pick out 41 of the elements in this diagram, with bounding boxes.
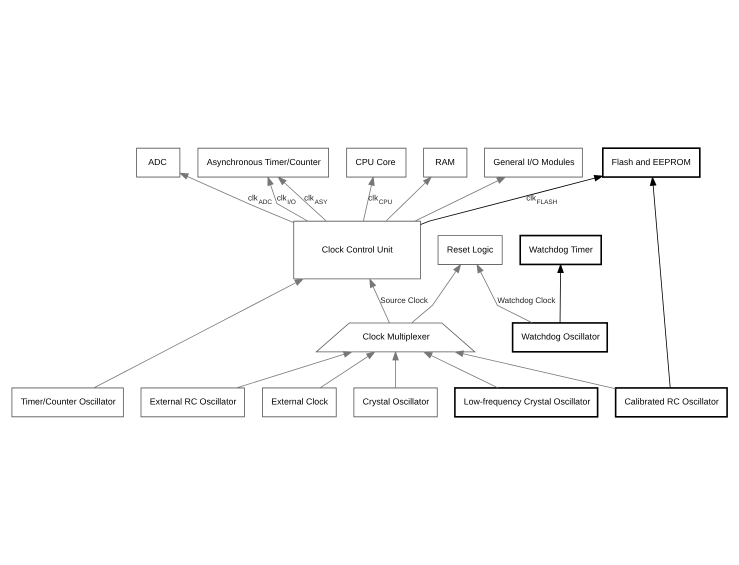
arrow xyxy=(476,264,533,324)
node-box: Flash and EEPROM xyxy=(602,147,701,178)
arrow xyxy=(93,278,304,388)
arrow xyxy=(236,351,354,388)
edge-label: clk$_{ASY}$ xyxy=(304,193,328,206)
node-box: Watchdog Timer xyxy=(519,234,602,266)
node-box: External Clock xyxy=(262,388,337,418)
edge-label: clk$_{I/O}$ xyxy=(276,193,296,206)
arrow xyxy=(650,176,671,388)
node-box: Timer/Counter Oscillator xyxy=(12,388,124,418)
edge-label: Source Clock xyxy=(380,296,428,305)
arrow xyxy=(420,174,604,225)
arrow xyxy=(320,351,376,388)
arrow xyxy=(369,278,390,324)
edge-label: clk$_{CPU}$ xyxy=(368,193,392,206)
arrow xyxy=(392,350,399,388)
arrow xyxy=(178,172,294,224)
node-box: Asynchronous Timer/Counter xyxy=(198,148,329,178)
node-box: External RC Oscillator xyxy=(140,388,245,418)
arrow xyxy=(362,176,375,222)
node-box: Calibrated RC Oscillator xyxy=(614,387,728,418)
arrow xyxy=(557,263,564,324)
arrow xyxy=(414,176,506,222)
edge-label: clk$_{ADC}$ xyxy=(248,193,272,206)
node-box: RAM xyxy=(423,148,468,178)
node-box: Low-frequency Crystal Oscillator xyxy=(454,387,598,418)
arrow xyxy=(386,176,432,222)
node-box: Crystal Oscillator xyxy=(353,388,438,418)
node-box: CPU Core xyxy=(346,148,406,178)
edge-label: Watchdog Clock xyxy=(497,296,556,305)
arrow xyxy=(411,264,462,324)
node-box: Reset Logic xyxy=(438,235,503,265)
node-box: ADC xyxy=(136,148,180,178)
arrow xyxy=(267,176,308,222)
arrow xyxy=(422,351,498,388)
arrow xyxy=(454,350,616,390)
node-box: Watchdog Oscillator xyxy=(512,322,608,353)
node-box: General I/O Modules xyxy=(484,148,583,178)
node-box: Clock Control Unit xyxy=(293,220,421,280)
arrow xyxy=(277,176,327,222)
edge-label: clk$_{FLASH}$ xyxy=(526,193,558,206)
